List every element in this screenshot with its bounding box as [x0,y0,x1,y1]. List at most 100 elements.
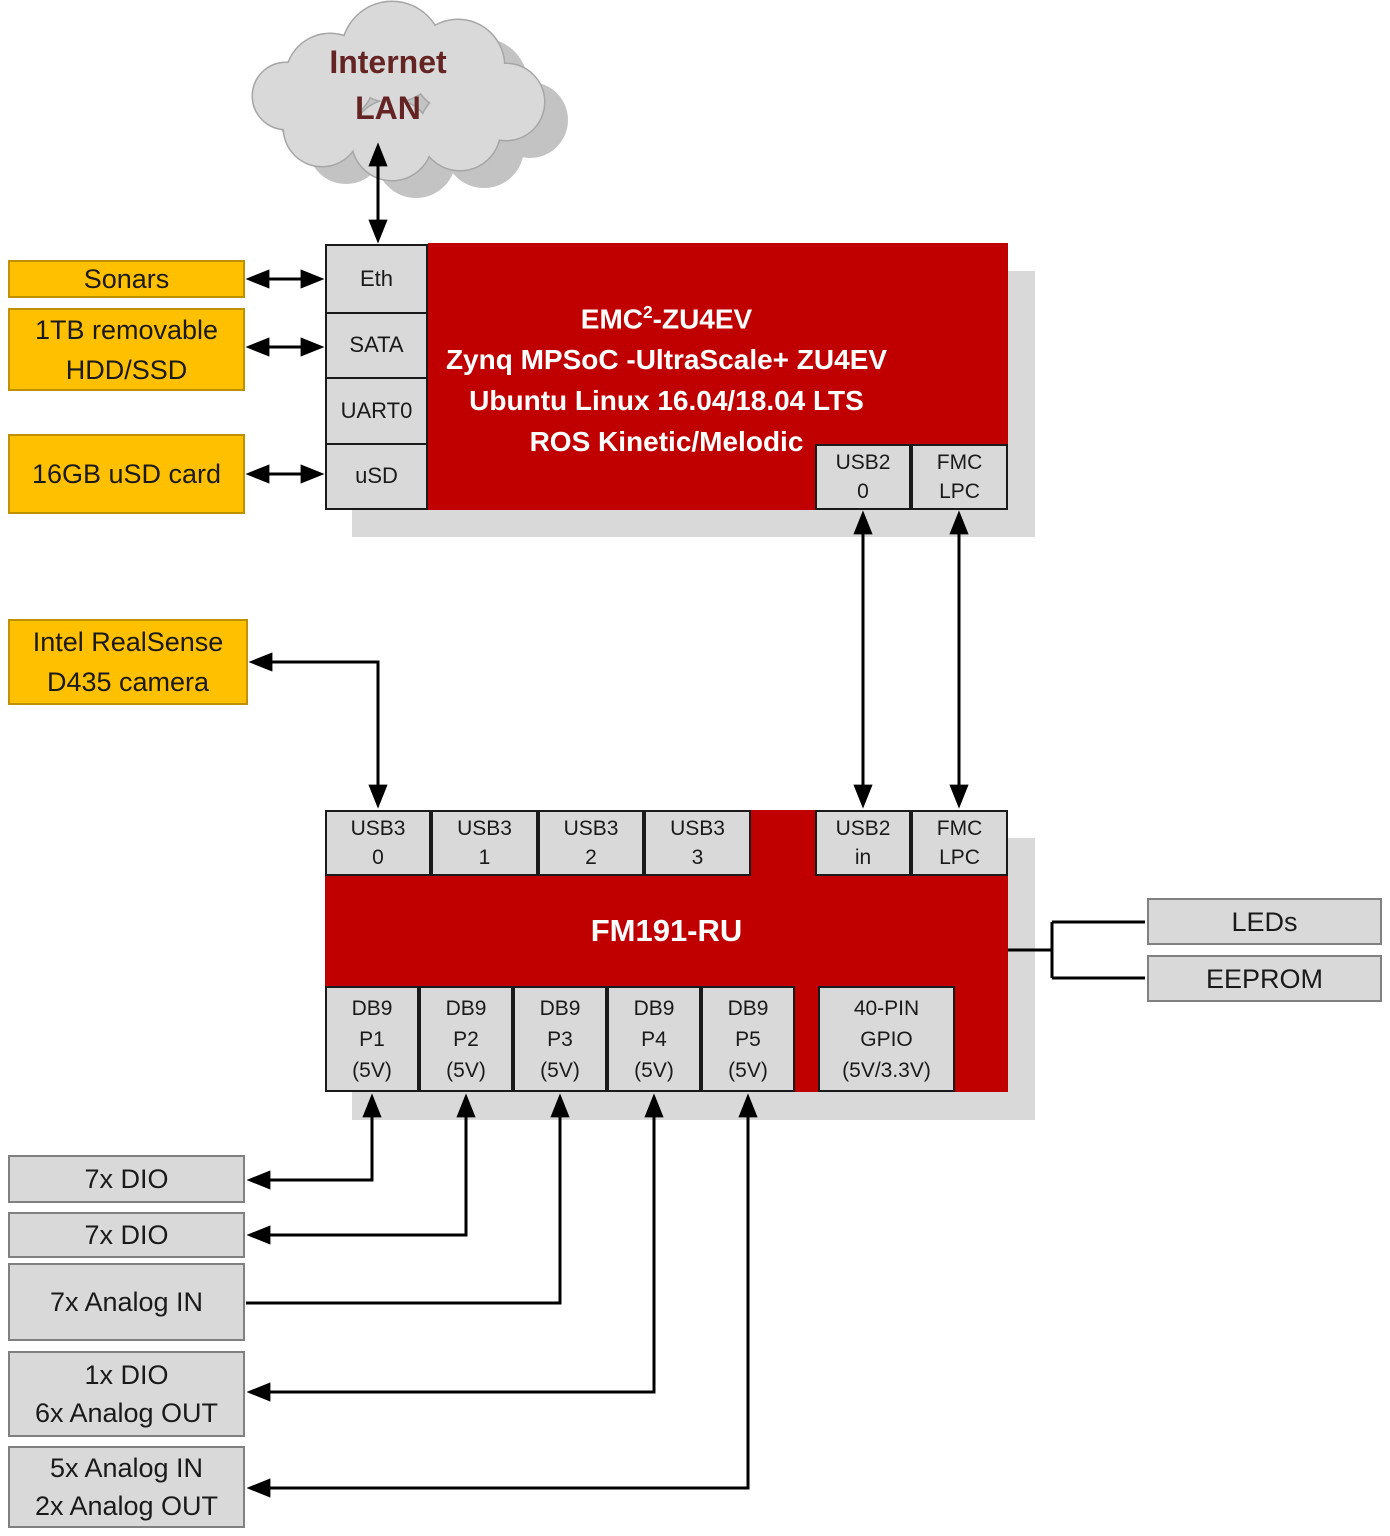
port-db9-p3: DB9 P3 (5V) [513,986,607,1092]
analog-in-out-label-line2: 2x Analog OUT [34,1491,219,1521]
port-usb3-0-line2: 0 [372,846,384,869]
cloud-label-line2: LAN [355,90,421,126]
port-db9-p1: DB9 P1 (5V) [325,986,419,1092]
analog-in-out-box: 5x Analog IN 2x Analog OUT [8,1446,245,1528]
dio2-label: 7x DIO [84,1220,169,1250]
emc-block-title: EMC2-ZU4EV Zynq MPSoC -UltraScale+ ZU4EV… [325,292,1008,462]
port-usd-label: uSD [355,463,398,489]
dio2-box: 7x DIO [8,1212,245,1258]
leds-label: LEDs [1231,906,1298,937]
sonars-box: Sonars [8,260,245,298]
port-fmc-lpc-bottom-line2: LPC [939,846,980,869]
dio1-label: 7x DIO [84,1164,169,1194]
port-usb3-3-line1: USB3 [670,817,725,840]
dio-analog-out-box: 1x DIO 6x Analog OUT [8,1351,245,1437]
port-usb3-3: USB3 3 [644,810,751,876]
port-40pin-gpio-line1: 40-PIN [853,996,920,1020]
hdd-label-line2: HDD/SSD [65,354,188,385]
dio-analog-out-label-line2: 6x Analog OUT [34,1398,219,1428]
port-db9-p5-line3: (5V) [728,1058,768,1082]
port-db9-p4: DB9 P4 (5V) [607,986,701,1092]
port-usb2-in: USB2 in [815,810,911,876]
port-db9-p4-line3: (5V) [634,1058,674,1082]
leds-box: LEDs [1147,898,1382,945]
port-db9-p2-line1: DB9 [445,996,487,1020]
cloud-shape [253,2,544,180]
port-db9-p5: DB9 P5 (5V) [701,986,795,1092]
port-sata-label: SATA [349,332,404,358]
usd-card-label: 16GB uSD card [31,459,222,489]
port-usb3-2: USB3 2 [538,810,644,876]
port-db9-p2: DB9 P2 (5V) [419,986,513,1092]
port-db9-p4-line1: DB9 [633,996,675,1020]
dio1-box: 7x DIO [8,1155,245,1203]
arrow-db9p5-analogio [246,1093,758,1498]
port-usb3-1-line2: 1 [478,846,491,869]
port-db9-p5-line2: P5 [735,1027,761,1051]
port-usb3-1-line1: USB3 [457,817,512,840]
port-db9-p1-line2: P1 [359,1027,385,1051]
sonars-label: Sonars [83,264,170,294]
hdd-label-line1: 1TB removable [34,314,219,345]
port-db9-p3-line3: (5V) [540,1058,580,1082]
port-usd: uSD [327,442,426,509]
camera-label-line2: D435 camera [46,667,210,697]
port-eth-label: Eth [359,265,394,291]
analog-in-box: 7x Analog IN [8,1263,245,1341]
emc-subtitle-2: Ubuntu Linux 16.04/18.04 LTS [469,385,864,417]
port-db9-p3-line1: DB9 [539,996,581,1020]
port-fmc-lpc-top-line1: FMC [936,451,983,474]
port-db9-p2-line3: (5V) [446,1058,486,1082]
port-usb2-in-line2: in [854,846,872,869]
line-fm-leds-eeprom [1008,920,1145,980]
port-40pin-gpio-line2: GPIO [860,1027,913,1051]
port-40pin-gpio-line3: (5V/3.3V) [842,1058,931,1082]
port-usb2-0-line1: USB2 [835,451,891,474]
port-usb3-2-line1: USB3 [563,817,619,840]
emc-title-rest: -ZU4EV [652,303,753,335]
port-uart0: UART0 [327,377,426,443]
port-usb3-0: USB3 0 [325,810,431,876]
port-db9-p3-line2: P3 [547,1027,573,1051]
port-usb2-0: USB2 0 [815,444,911,510]
port-usb3-2-line2: 2 [585,846,597,869]
port-db9-p2-line2: P2 [453,1027,479,1051]
port-usb3-0-line1: USB3 [350,817,406,840]
eeprom-label: EEPROM [1205,963,1324,994]
port-usb3-1: USB3 1 [431,810,538,876]
port-fmc-lpc-top-line2: LPC [939,480,980,503]
emc-subtitle-1: Zynq MPSoC -UltraScale+ ZU4EV [445,344,888,376]
emc-title-line1: EMC2-ZU4EV [325,292,1008,339]
port-usb2-in-line1: USB2 [835,817,891,840]
arrow-db9p4-dioanalog [246,1093,664,1402]
arrow-db9p1-dio1 [246,1093,382,1190]
cloud-label-line1: Internet [329,44,447,80]
usd-card-box: 16GB uSD card [8,434,245,514]
analog-in-label: 7x Analog IN [49,1287,204,1317]
port-fmc-lpc-bottom-line1: FMC [936,817,983,840]
port-40pin-gpio: 40-PIN GPIO (5V/3.3V) [818,986,955,1092]
realsense-camera-box: Intel RealSense D435 camera [8,619,248,705]
fm-block-title: FM191-RU [590,913,743,948]
arrow-db9p3-analogin [246,1093,570,1305]
analog-in-out-label-line1: 5x Analog IN [49,1453,204,1483]
arrow-camera-usb3 [248,652,388,809]
port-usb3-3-line2: 3 [691,846,704,869]
port-eth: Eth [327,246,426,312]
emc-title-sup: 2 [643,302,653,322]
emc-title-main: EMC [580,303,643,335]
dio-analog-out-label-line1: 1x DIO [84,1360,169,1390]
emc-subtitle-3: ROS Kinetic/Melodic [529,426,804,458]
eeprom-box: EEPROM [1147,955,1382,1002]
port-db9-p5-line1: DB9 [727,996,769,1020]
port-uart0-label: UART0 [340,397,413,423]
port-db9-p1-line1: DB9 [351,996,393,1020]
port-fmc-lpc-bottom: FMC LPC [911,810,1008,876]
port-usb2-0-line2: 0 [857,480,869,503]
port-db9-p4-line2: P4 [641,1027,667,1051]
port-sata: SATA [327,311,426,378]
port-fmc-lpc-top: FMC LPC [911,444,1008,510]
emc-left-port-column: Eth SATA UART0 uSD [325,244,428,510]
